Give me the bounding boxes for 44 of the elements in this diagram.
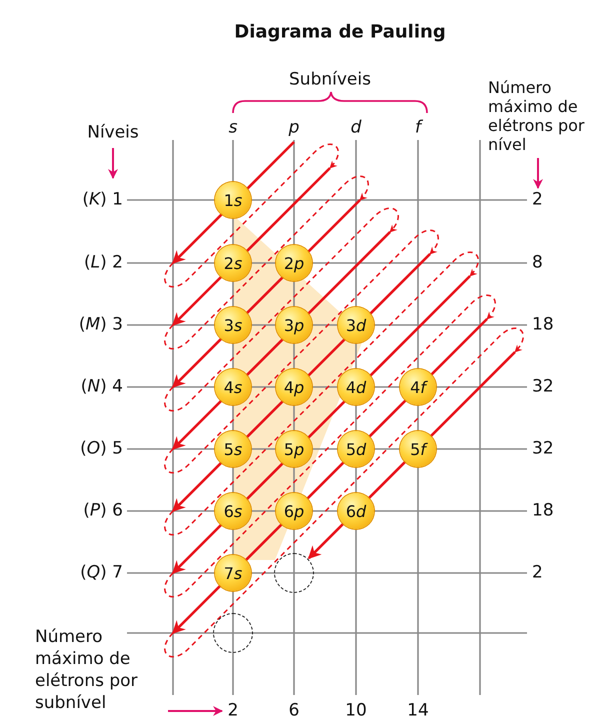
column-label: p <box>288 118 300 138</box>
heading-label: Número máximo de elétrons por nível <box>488 78 586 154</box>
level-label: (N) 4 <box>80 376 123 398</box>
orbital-circle: 5f <box>400 431 436 467</box>
level-label: (Q) 7 <box>80 562 123 584</box>
orbital-circle: 7s <box>215 555 251 591</box>
column-label: f <box>415 118 421 138</box>
orbital-circle: 1s <box>215 182 251 218</box>
electron-count: 32 <box>532 438 554 460</box>
electron-count: 10 <box>345 700 367 722</box>
empty-orbital-circle <box>274 553 314 593</box>
orbital-circle: 5d <box>338 431 374 467</box>
axis-caption: Número máximo de elétrons por subnível <box>35 626 139 714</box>
level-label: (K) 1 <box>82 190 123 210</box>
level-label: (O) 5 <box>80 438 123 460</box>
orbital-circle: 4d <box>338 369 374 405</box>
electron-count: 14 <box>407 700 429 722</box>
orbital-circle: 4s <box>215 369 251 405</box>
heading-label: Níveis <box>87 122 139 144</box>
orbital-circle: 6p <box>276 493 312 529</box>
column-label: s <box>228 118 238 138</box>
electron-count: 6 <box>288 700 300 722</box>
orbital-circle: 5s <box>215 431 251 467</box>
orbital-circle: 2p <box>276 245 312 281</box>
orbital-circle: 6s <box>215 493 251 529</box>
electron-count: 32 <box>532 376 554 398</box>
heading-label: Subníveis <box>289 70 371 90</box>
orbital-circle: 3s <box>215 307 251 343</box>
empty-orbital-circle <box>213 613 253 653</box>
electron-count: 8 <box>532 252 543 274</box>
orbital-circle: 6d <box>338 493 374 529</box>
orbital-circle: 2s <box>215 245 251 281</box>
electron-count: 18 <box>532 500 554 522</box>
title: Diagrama de Pauling <box>234 22 446 42</box>
level-label: (P) 6 <box>83 500 123 522</box>
orbital-circle: 3d <box>338 307 374 343</box>
orbital-circle: 4f <box>400 369 436 405</box>
electron-count: 2 <box>228 700 238 722</box>
level-label: (M) 3 <box>78 314 123 336</box>
electron-count: 2 <box>532 562 543 584</box>
electron-count: 18 <box>532 314 554 336</box>
level-label: (L) 2 <box>84 252 123 274</box>
electron-count: 2 <box>532 190 543 210</box>
column-label: d <box>350 118 362 138</box>
